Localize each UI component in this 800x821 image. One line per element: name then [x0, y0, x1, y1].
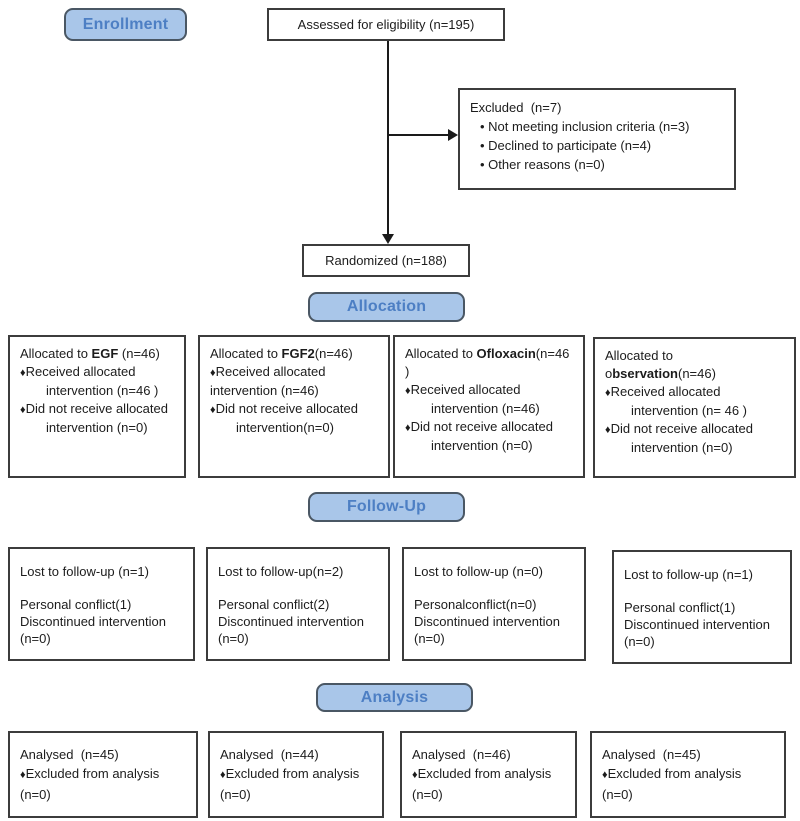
- allocation-not-received-cont: intervention (n=0): [46, 420, 148, 435]
- stage-label-enrollment: Enrollment: [64, 8, 187, 41]
- allocation-title-suffix: (n=46): [118, 346, 160, 361]
- followup-line: Discontinued intervention: [624, 617, 770, 632]
- analysis-box-fgf2: Analysed (n=44) Excluded from analysis (…: [208, 731, 384, 818]
- allocation-received: Received allocated: [605, 383, 784, 402]
- followup-box-egf: Lost to follow-up (n=1) Personal conflic…: [8, 547, 195, 661]
- excluded-title: Excluded (n=7): [470, 100, 562, 115]
- followup-line: (n=0): [624, 634, 655, 649]
- randomized-text: Randomized (n=188): [325, 252, 447, 268]
- allocation-title-prefix: Allocated to o: [605, 348, 677, 381]
- followup-line: Personal conflict(1): [624, 600, 736, 615]
- allocation-box-ofloxacin: Allocated to Ofloxacin(n=46 ) Received a…: [393, 335, 585, 478]
- allocation-not-received: Did not receive allocated: [605, 420, 784, 439]
- followup-line: Discontinued intervention: [414, 614, 560, 629]
- analysis-box-observation: Analysed (n=45) Excluded from analysis (…: [590, 731, 786, 818]
- stage-label-allocation: Allocation: [308, 292, 465, 322]
- allocation-title: Allocated to FGF2(n=46): [210, 345, 378, 363]
- allocation-not-received: Did not receive allocated: [210, 400, 378, 419]
- followup-title: Lost to follow-up (n=1): [624, 567, 753, 582]
- analysis-title: Analysed (n=44): [220, 747, 319, 762]
- arrowhead-down-icon: [382, 234, 394, 244]
- excluded-box: Excluded (n=7) Not meeting inclusion cri…: [458, 88, 736, 190]
- followup-box-fgf2: Lost to follow-up(n=2) Personal conflict…: [206, 547, 390, 661]
- analysis-excluded: Excluded from analysis: [20, 764, 186, 785]
- followup-line: Discontinued intervention: [218, 614, 364, 629]
- allocation-received-cont: intervention (n=46): [210, 383, 319, 398]
- analysis-box-ofloxacin: Analysed (n=46) Excluded from analysis (…: [400, 731, 577, 818]
- allocation-title: Allocated to Ofloxacin(n=46 ): [405, 345, 573, 381]
- analysis-excluded: Excluded from analysis: [220, 764, 372, 785]
- spacer: [20, 580, 183, 596]
- spacer: [414, 580, 574, 596]
- assessed-text: Assessed for eligibility (n=195): [297, 16, 475, 32]
- followup-box-observation: Lost to follow-up (n=1) Personal conflic…: [612, 550, 792, 664]
- followup-line: (n=0): [218, 631, 249, 646]
- allocation-not-received-cont: intervention (n=0): [631, 440, 733, 455]
- allocation-box-fgf2: Allocated to FGF2(n=46) Received allocat…: [198, 335, 390, 478]
- allocation-not-received: Did not receive allocated: [405, 418, 573, 437]
- analysis-excluded: Excluded from analysis: [602, 764, 774, 785]
- connector-vertical-line: [387, 41, 389, 234]
- allocation-title-prefix: Allocated to: [20, 346, 92, 361]
- allocation-group-name: Ofloxacin: [476, 346, 536, 361]
- followup-title: Lost to follow-up(n=2): [218, 564, 344, 579]
- allocation-received: Received allocated: [405, 381, 573, 400]
- spacer: [218, 580, 378, 596]
- followup-line: Personalconflict(n=0): [414, 597, 537, 612]
- followup-title: Lost to follow-up (n=0): [414, 564, 543, 579]
- analysis-box-egf: Analysed (n=45) Excluded from analysis (…: [8, 731, 198, 818]
- analysis-excluded-cont: (n=0): [220, 787, 251, 802]
- excluded-item: Other reasons (n=0): [470, 155, 724, 174]
- allocation-group-name: EGF: [91, 346, 119, 361]
- allocation-box-observation: Allocated to observation(n=46) Received …: [593, 337, 796, 478]
- analysis-excluded-cont: (n=0): [20, 787, 51, 802]
- spacer: [624, 583, 780, 599]
- allocation-received: Received allocated: [20, 363, 174, 382]
- followup-title: Lost to follow-up (n=1): [20, 564, 149, 579]
- analysis-title: Analysed (n=45): [20, 747, 119, 762]
- allocation-title-suffix: (n=46): [677, 366, 716, 381]
- analysis-excluded: Excluded from analysis: [412, 764, 565, 785]
- stage-label-followup: Follow-Up: [308, 492, 465, 522]
- excluded-item: Declined to participate (n=4): [470, 136, 724, 155]
- excluded-item: Not meeting inclusion criteria (n=3): [470, 117, 724, 136]
- allocation-received-cont: intervention (n=46 ): [46, 383, 159, 398]
- connector-horizontal-line: [388, 134, 448, 136]
- allocation-title-prefix: Allocated to: [405, 346, 477, 361]
- allocation-group-name: bservation: [612, 366, 678, 381]
- stage-label-analysis: Analysis: [316, 683, 473, 712]
- randomized-box: Randomized (n=188): [302, 244, 470, 277]
- allocation-received-cont: intervention (n=46): [431, 401, 540, 416]
- followup-line: (n=0): [414, 631, 445, 646]
- allocation-received-cont: intervention (n= 46 ): [631, 403, 747, 418]
- allocation-title: Allocated to EGF (n=46): [20, 345, 174, 363]
- analysis-excluded-cont: (n=0): [412, 787, 443, 802]
- analysis-title: Analysed (n=45): [602, 747, 701, 762]
- allocation-received: Received allocated: [210, 363, 378, 382]
- assessed-box: Assessed for eligibility (n=195): [267, 8, 505, 41]
- allocation-title-suffix: (n=46): [314, 346, 353, 361]
- analysis-excluded-cont: (n=0): [602, 787, 633, 802]
- arrowhead-right-icon: [448, 129, 458, 141]
- allocation-title-prefix: Allocated to: [210, 346, 282, 361]
- allocation-box-egf: Allocated to EGF (n=46) Received allocat…: [8, 335, 186, 478]
- followup-box-ofloxacin: Lost to follow-up (n=0) Personalconflict…: [402, 547, 586, 661]
- allocation-title-suffix: (n=46 ): [405, 346, 574, 379]
- followup-line: Personal conflict(2): [218, 597, 330, 612]
- allocation-not-received-cont: intervention (n=0): [431, 438, 533, 453]
- followup-line: (n=0): [20, 631, 51, 646]
- allocation-group-name: FGF2: [281, 346, 315, 361]
- allocation-title: Allocated to observation(n=46): [605, 347, 784, 383]
- allocation-not-received-cont: intervention(n=0): [236, 420, 334, 435]
- allocation-not-received: Did not receive allocated: [20, 400, 174, 419]
- followup-line: Discontinued intervention: [20, 614, 166, 629]
- followup-line: Personal conflict(1): [20, 597, 132, 612]
- analysis-title: Analysed (n=46): [412, 747, 511, 762]
